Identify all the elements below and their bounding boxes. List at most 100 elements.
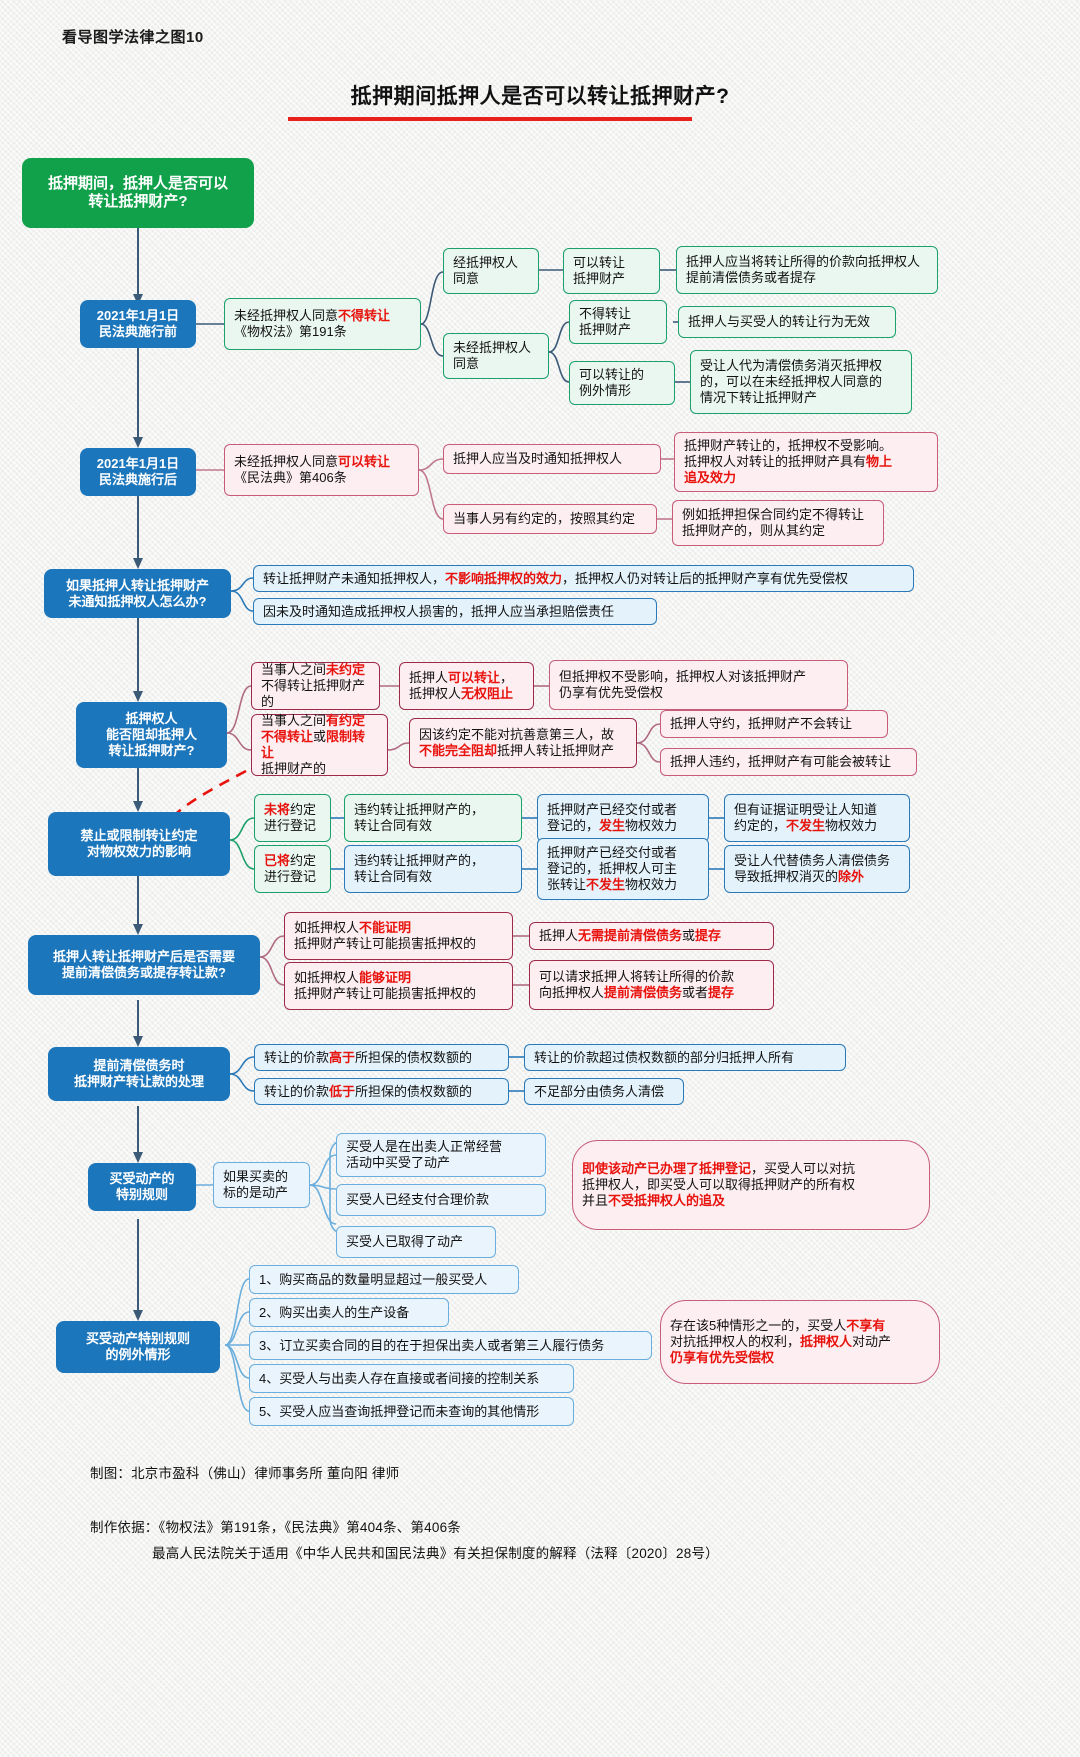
node-notify-duty-leaf[interactable]: 抵押财产转让的，抵押权不受影响。 抵押权人对转让的抵押财产具有物上 追及效力 (674, 432, 938, 492)
node-block-row1-leaf-0[interactable]: 抵押人守约，抵押财产不会转让 (660, 710, 888, 738)
node-exception-item-0[interactable]: 1、购买商品的数量明显超过一般买受人 (249, 1265, 519, 1294)
node-registration-effect[interactable]: 禁止或限制转让约定 对物权效力的影响 (48, 812, 230, 876)
node-prepay-row0-cond[interactable]: 如抵押权人不能证明 抵押财产转让可能损害抵押权的 (284, 912, 513, 960)
node-notify-duty[interactable]: 抵押人应当及时通知抵押权人 (443, 444, 661, 474)
node-reg-row0-note[interactable]: 但有证据证明受让人知道 约定的，不发生物权效力 (724, 794, 910, 842)
after-rule-b: 可以转让 (338, 454, 391, 470)
node-exceptions-result[interactable]: 存在该5种情形之一的，买受人不享有 对抗抵押权人的权利，抵押权人对动产 仍享有优… (660, 1300, 940, 1384)
reg-row1-effect-red: 不发生 (586, 876, 626, 892)
prepay-row0-leaf-mid: 或 (682, 928, 696, 944)
node-before-2021[interactable]: 2021年1月1日 民法典施行前 (80, 300, 196, 348)
node-other-agreement-leaf[interactable]: 例如抵押担保合同约定不得转让 抵押财产的，则从其约定 (672, 500, 884, 546)
notify-item-0-pre: 转让抵押财产未通知抵押权人， (263, 570, 446, 586)
node-other-agreement[interactable]: 当事人另有约定的，按照其约定 (443, 504, 657, 534)
prepay-row0-cond-red: 不能证明 (359, 920, 412, 936)
reg-row0-tag-rest: 约定 进行登记 (264, 802, 317, 833)
prepay-row0-leaf-red: 无需提前清偿债务 (578, 928, 683, 944)
node-exception[interactable]: 可以转让的 例外情形 (569, 361, 675, 405)
node-after-rule[interactable]: 未经抵押权人同意可以转让《民法典》第406条 (224, 444, 419, 496)
page-title: 抵押期间抵押人是否可以转让抵押财产? (350, 85, 730, 108)
root-node[interactable]: 抵押期间，抵押人是否可以 转让抵押财产? (22, 158, 254, 228)
kicker-label: 看导图学法律之图10 (62, 29, 204, 46)
reg-row0-note-post: 物权效力 (825, 818, 878, 833)
node-block-row1-cond[interactable]: 当事人之间有约定不得转让或限制转让 抵押财产的 (251, 713, 388, 776)
node-exception-item-2[interactable]: 3、订立买卖合同的目的在于担保出卖人或者第三人履行债务 (249, 1331, 652, 1360)
node-exception-leaf[interactable]: 受让人代为清偿债务消灭抵押权 的，可以在未经抵押权人同意的 情况下转让抵押财产 (690, 350, 912, 414)
node-proceeds-row1-cond[interactable]: 转让的价款低于所担保的债权数额的 (254, 1078, 509, 1105)
prepay-row0-leaf-pre: 抵押人 (539, 928, 579, 944)
after-rule-a: 未经抵押权人同意 (234, 454, 339, 470)
reg-row0-effect-post: 物权效力 (625, 818, 678, 833)
node-prepay-row0-leaf[interactable]: 抵押人无需提前清偿债务或提存 (529, 922, 774, 950)
proceeds-row1-cond-red: 低于 (329, 1083, 356, 1099)
node-after-2021[interactable]: 2021年1月1日 民法典施行后 (80, 448, 196, 496)
exceptions-result-red: 不享有 (846, 1318, 886, 1334)
node-reg-row1-effect[interactable]: 抵押财产已经交付或者 登记的，抵押权人可主 张转让不发生物权效力 (537, 838, 709, 900)
block-row1-mid-post: 抵押人转让抵押财产 (497, 743, 615, 758)
footer-basis-2: 最高人民法院关于适用《中华人民共和国民法典》有关担保制度的解释（法释〔2020〕… (152, 1546, 719, 1561)
block-row0-mid-red2: 无权阻止 (461, 686, 514, 701)
node-proceeds-row1-leaf[interactable]: 不足部分由债务人清偿 (524, 1078, 684, 1105)
node-before-rule[interactable]: 未经抵押权人同意不得转让《物权法》第191条 (224, 298, 421, 350)
block-row1-cond-mid: 或 (313, 729, 327, 745)
node-without-consent[interactable]: 未经抵押权人 同意 (443, 333, 549, 379)
node-block-row1-mid[interactable]: 因该约定不能对抗善意第三人，故 不能完全阻却抵押人转让抵押财产 (409, 718, 637, 768)
node-prepay-row1-cond[interactable]: 如抵押权人能够证明 抵押财产转让可能损害抵押权的 (284, 962, 513, 1010)
node-proceeds-handling[interactable]: 提前清偿债务时 抵押财产转让款的处理 (48, 1047, 230, 1101)
node-no-transfer[interactable]: 不得转让 抵押财产 (569, 300, 667, 344)
block-row1-cond-red3: 限制转让 (261, 729, 366, 760)
node-reg-row0-effect[interactable]: 抵押财产已经交付或者 登记的，发生物权效力 (537, 794, 709, 842)
node-notify-question[interactable]: 如果抵押人转让抵押财产 未通知抵押权人怎么办? (44, 569, 231, 618)
node-notify-item-0[interactable]: 转让抵押财产未通知抵押权人，不影响抵押权的效力，抵押权人仍对转让后的抵押财产享有… (253, 565, 914, 592)
node-block-question[interactable]: 抵押权人 能否阻却抵押人 转让抵押财产? (76, 702, 227, 768)
node-may-transfer-leaf[interactable]: 抵押人应当将转让所得的价款向抵押权人 提前清偿债务或者提存 (676, 246, 938, 294)
block-row1-mid-pre: 因该约定不能对抗善意第三人，故 (419, 727, 615, 743)
node-exception-item-4[interactable]: 5、买受人应当查询抵押登记而未查询的其他情形 (249, 1397, 574, 1426)
node-movable-result[interactable]: 即使该动产已办理了抵押登记，买受人可以对抗 抵押权人，即买受人可以取得抵押财产的… (572, 1140, 930, 1230)
after-rule-c: 《民法典》第406条 (234, 470, 347, 485)
node-exceptions-rule[interactable]: 买受动产特别规则 的例外情形 (56, 1321, 220, 1373)
node-block-row0-cond[interactable]: 当事人之间未约定 不得转让抵押财产的 (251, 662, 380, 710)
reg-row1-effect-pre: 抵押财产已经交付或者 登记的，抵押权人可主 张转让 (547, 845, 678, 892)
prepay-row0-cond-pre: 如抵押权人 (294, 920, 360, 936)
node-reg-row1-contract[interactable]: 违约转让抵押财产的， 转让合同有效 (344, 845, 522, 893)
node-movable-item-1[interactable]: 买受人已经支付合理价款 (336, 1184, 546, 1216)
node-reg-row0-contract[interactable]: 违约转让抵押财产的， 转让合同有效 (344, 794, 522, 842)
node-notify-item-1[interactable]: 因未及时通知造成抵押权人损害的，抵押人应当承担赔偿责任 (253, 598, 657, 625)
node-movable-item-0[interactable]: 买受人是在出卖人正常经营 活动中买受了动产 (336, 1133, 546, 1177)
node-exception-item-3[interactable]: 4、买受人与出卖人存在直接或者间接的控制关系 (249, 1364, 574, 1393)
block-row1-mid-red: 不能完全阻却 (419, 743, 498, 758)
node-prepay-question[interactable]: 抵押人转让抵押财产后是否需要 提前清偿债务或提存转让款? (28, 935, 260, 995)
node-proceeds-row0-cond[interactable]: 转让的价款高于所担保的债权数额的 (254, 1044, 509, 1071)
reg-row0-note-red: 不发生 (786, 818, 826, 833)
prepay-row0-cond-post: 抵押财产转让可能损害抵押权的 (294, 936, 477, 951)
node-reg-row1-note[interactable]: 受让人代替债务人清偿债务 导致抵押权消灭的除外 (724, 845, 910, 893)
node-movable-cond[interactable]: 如果买卖的 标的是动产 (213, 1162, 310, 1208)
notify-item-0-post: ，抵押权人仍对转让后的抵押财产享有优先受偿权 (562, 570, 849, 586)
node-block-row0-mid[interactable]: 抵押人可以转让， 抵押权人无权阻止 (399, 662, 534, 710)
node-prepay-row1-leaf[interactable]: 可以请求抵押人将转让所得的价款 向抵押权人提前清偿债务或者提存 (529, 960, 774, 1010)
node-no-transfer-leaf[interactable]: 抵押人与买受人的转让行为无效 (678, 306, 896, 338)
node-may-transfer[interactable]: 可以转让 抵押财产 (563, 248, 660, 294)
node-proceeds-row0-leaf[interactable]: 转让的价款超过债权数额的部分归抵押人所有 (524, 1044, 846, 1071)
node-with-consent[interactable]: 经抵押权人 同意 (443, 248, 539, 294)
node-movable-item-2[interactable]: 买受人已取得了动产 (336, 1226, 496, 1258)
reg-row1-note-pre: 受让人代替债务人清偿债务 导致抵押权消灭的 (734, 853, 891, 884)
node-block-row1-leaf-1[interactable]: 抵押人违约，抵押财产有可能会被转让 (660, 748, 917, 776)
node-block-row0-leaf[interactable]: 但抵押权不受影响，抵押权人对该抵押财产 仍享有优先受偿权 (549, 660, 848, 710)
before-rule-b: 不得转让 (338, 308, 391, 324)
prepay-row1-leaf-mid: 或者 (682, 985, 709, 1000)
exceptions-result-pre: 存在该5种情形之一的，买受人 (670, 1318, 847, 1334)
prepay-row1-leaf-pre: 可以请求抵押人将转让所得的价款 向抵押权人 (539, 969, 735, 1000)
node-movable-rule[interactable]: 买受动产的 特别规则 (88, 1163, 196, 1211)
node-reg-row0-tag[interactable]: 未将约定 进行登记 (254, 794, 331, 842)
movable-result-red2: 不受抵押权人的追及 (608, 1192, 726, 1208)
prepay-row0-leaf-red2: 提存 (695, 928, 722, 944)
node-exception-item-1[interactable]: 2、购买出卖人的生产设备 (249, 1298, 449, 1327)
node-reg-row1-tag[interactable]: 已将约定 进行登记 (254, 845, 331, 893)
before-rule-a: 未经抵押权人同意 (234, 308, 339, 324)
prepay-row1-leaf-red: 提前清偿债务 (604, 985, 683, 1000)
block-row1-cond-tail: 抵押财产的 (261, 760, 327, 776)
proceeds-row1-cond-post: 所担保的债权数额的 (355, 1083, 473, 1099)
